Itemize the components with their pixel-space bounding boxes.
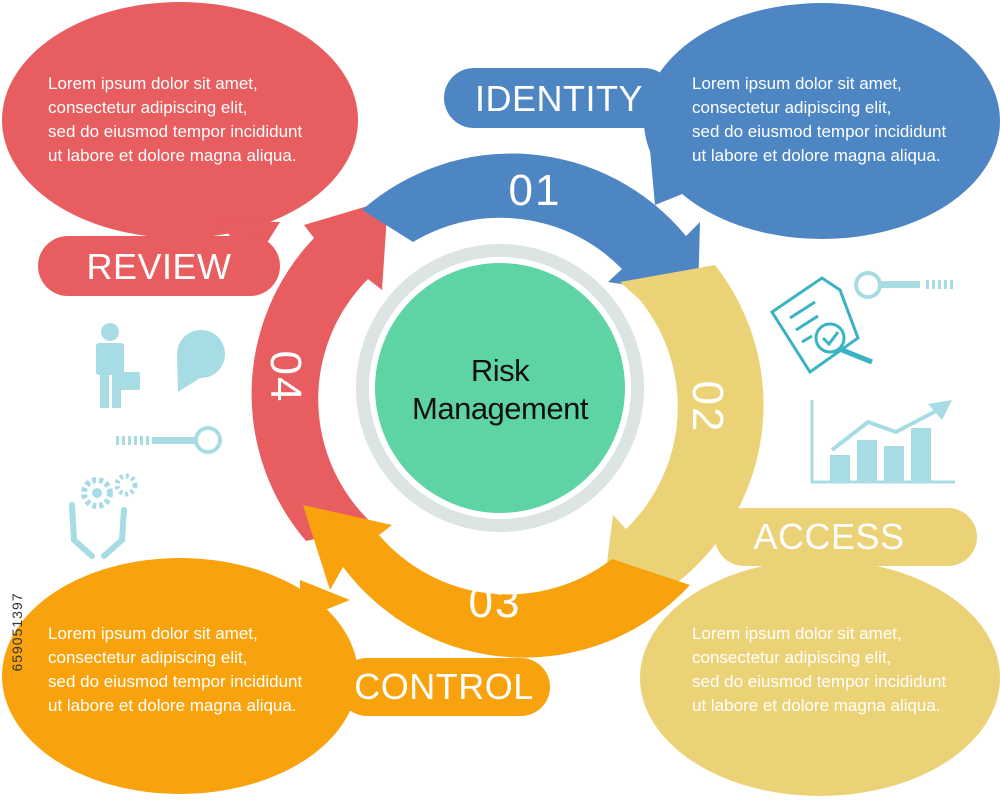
identity-text-line: consectetur adipiscing elit, [692,98,892,117]
location-pin-icon [176,330,225,392]
control-text-line: Lorem ipsum dolor sit amet, [48,624,258,643]
step-number-04: 04 [261,350,310,404]
bubble-control [2,558,358,794]
review-text-line: sed do eiusmod tempor incididunt [48,122,303,141]
pill-review [38,236,280,296]
pill-identity [444,68,674,128]
control-text-line: ut labore et dolore magna aliqua. [48,696,297,715]
cycle-arrow-01 [362,153,700,296]
control-label: CONTROL [354,666,534,707]
key-icon [116,426,222,454]
access-text-line: sed do eiusmod tempor incididunt [692,672,947,691]
step-number-02: 02 [683,380,732,434]
access-label: ACCESS [753,516,905,557]
review-text-line: consectetur adipiscing elit, [48,98,248,117]
magnifier-key-icon [854,271,953,299]
identity-description: Lorem ipsum dolor sit amet, consectetur … [692,72,946,168]
review-text-line: Lorem ipsum dolor sit amet, [48,74,258,93]
cycle-arrow-04 [251,200,388,541]
cycle-arrow-02 [603,265,764,595]
pill-access [715,508,977,566]
document-check-icon [769,276,873,375]
review-label: REVIEW [86,246,232,287]
center-circle [375,263,625,513]
control-text-line: sed do eiusmod tempor incididunt [48,672,303,691]
businessman-icon [96,323,140,408]
center-title: Risk Management [380,352,620,428]
access-description: Lorem ipsum dolor sit amet, consectetur … [692,622,946,718]
identity-text-line: Lorem ipsum dolor sit amet, [692,74,902,93]
access-text-line: ut labore et dolore magna aliqua. [692,696,941,715]
center-title-line2: Management [412,391,588,426]
review-text-line: ut labore et dolore magna aliqua. [48,146,297,165]
control-text-line: consectetur adipiscing elit, [48,648,248,667]
center-title-line1: Risk [470,353,530,388]
cycle-arrow-03 [303,505,690,658]
bubble-identity [644,3,1000,239]
gears-hands-icon [69,473,138,559]
pill-control [338,658,550,716]
step-number-03: 03 [468,578,522,627]
identity-text-line: ut labore et dolore magna aliqua. [692,146,941,165]
access-text-line: Lorem ipsum dolor sit amet, [692,624,902,643]
identity-label: IDENTITY [474,78,643,119]
review-description: Lorem ipsum dolor sit amet, consectetur … [48,72,302,168]
stock-id: 659051397 [9,592,25,672]
access-text-line: consectetur adipiscing elit, [692,648,892,667]
bar-chart-growth-icon [810,400,955,484]
control-description: Lorem ipsum dolor sit amet, consectetur … [48,622,302,718]
step-number-01: 01 [508,166,562,215]
identity-text-line: sed do eiusmod tempor incididunt [692,122,947,141]
